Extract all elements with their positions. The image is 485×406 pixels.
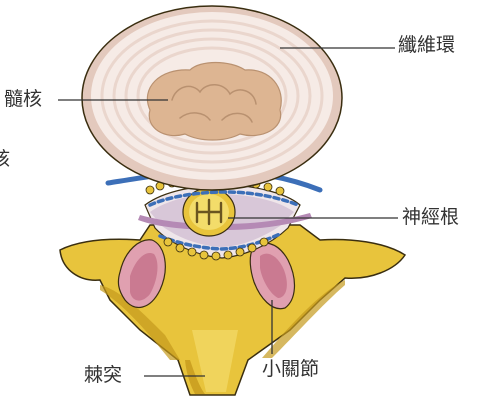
nucleus-pulposus (147, 63, 281, 141)
label-nucleus-pulposus: 髓核 (4, 90, 42, 109)
label-annulus-fibrosus: 纖維環 (398, 36, 455, 55)
label-nerve-root: 神經根 (402, 208, 459, 227)
label-spinous-process: 棘突 (84, 366, 122, 385)
intervertebral-disc (82, 6, 342, 190)
label-facet-joint: 小關節 (262, 360, 319, 379)
label-nucleus-cropped: 核 (0, 150, 10, 169)
